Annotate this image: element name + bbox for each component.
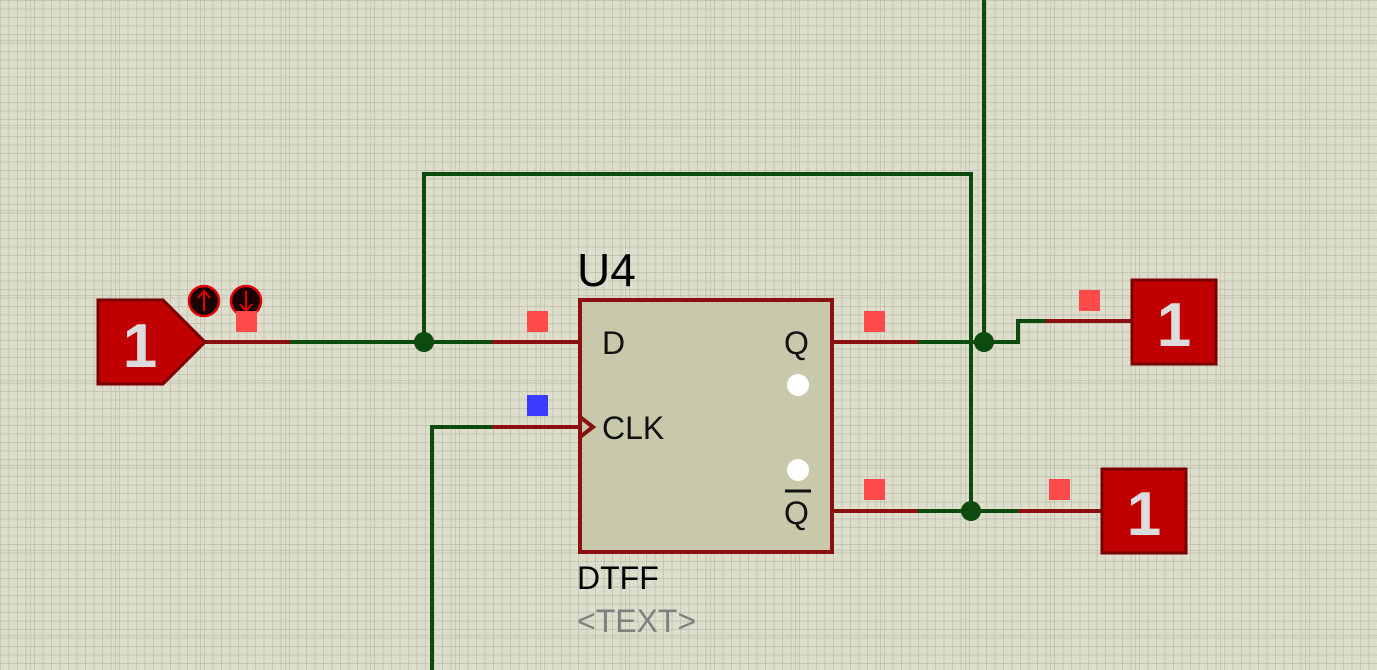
pin-stubs [205, 319, 1132, 513]
state-square-qbar [864, 479, 885, 500]
junctions [414, 332, 994, 521]
state-square-out-qbar [1049, 479, 1070, 500]
wire-clock[interactable] [430, 425, 492, 670]
component-reference: U4 [577, 244, 636, 296]
state-square-input [236, 311, 257, 332]
clock-edge-marker [578, 415, 597, 439]
net-wires [290, 0, 1046, 670]
junction-d [414, 332, 434, 352]
pin-label-qbar: Q [784, 495, 809, 531]
output-probe-q-value: 1 [1157, 291, 1191, 360]
output-probe-qbar-body[interactable] [1100, 467, 1188, 555]
output-probe-qbar-value: 1 [1127, 480, 1161, 549]
state-indicator-q [787, 374, 809, 396]
input-terminal-value: 1 [123, 312, 157, 381]
input-logic-terminal[interactable]: 1 [96, 284, 263, 386]
state-indicator-qbar [787, 459, 809, 481]
output-probe-q-body[interactable] [1130, 278, 1218, 366]
state-square-out-q [1079, 290, 1100, 311]
input-terminal-body[interactable] [96, 298, 208, 386]
component-text-property: <TEXT> [577, 603, 696, 639]
pin-label-clk: CLK [602, 410, 664, 446]
junction-q [974, 332, 994, 352]
state-square-d [527, 311, 548, 332]
output-probe-q[interactable]: 1 [1130, 278, 1218, 366]
state-square-q [864, 311, 885, 332]
logic-state-squares [236, 290, 1100, 500]
state-square-clk [527, 395, 548, 416]
component-type: DTFF [577, 560, 659, 596]
flip-flop-u4[interactable]: U4 D CLK Q Q DTFF <TEXT> [577, 244, 834, 639]
wire-q-output[interactable] [918, 319, 1046, 344]
pin-label-d: D [602, 325, 625, 361]
flip-flop-body[interactable] [578, 298, 834, 554]
pin-label-q: Q [784, 325, 809, 361]
junction-qbar [961, 501, 981, 521]
rising-edge-icon[interactable] [187, 284, 221, 318]
output-probe-qbar[interactable]: 1 [1100, 467, 1188, 555]
